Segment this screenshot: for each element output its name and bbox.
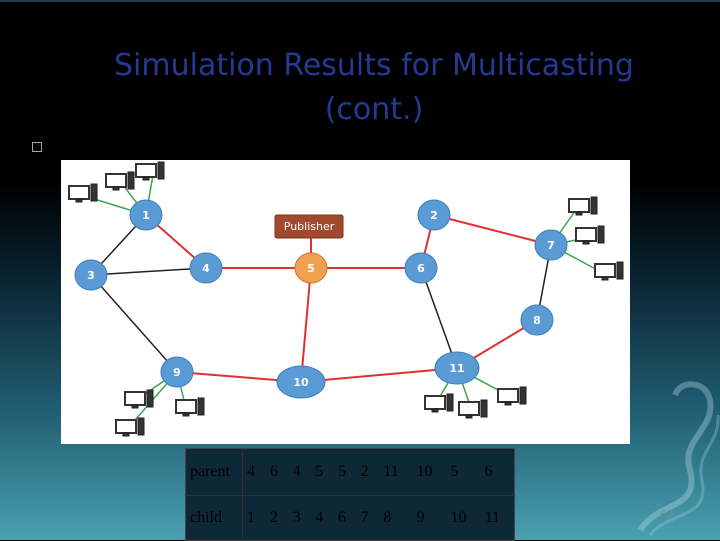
publisher-box: [274, 214, 344, 239]
table-cell: 7: [360, 509, 369, 526]
edge-3-4: [90, 267, 207, 276]
computer-icon: [497, 386, 527, 406]
node-3: 3: [74, 259, 108, 291]
computer-icon: [124, 389, 154, 409]
node-10: 10: [276, 365, 326, 399]
edge-2-7: [433, 214, 552, 246]
table-row-child: child 1 2 3 4 6 7 8 9 10 11: [185, 495, 515, 541]
node-1: 1: [129, 199, 163, 231]
svg-text:7: 7: [547, 239, 555, 252]
table-cell: 9: [416, 509, 425, 526]
node-9: 9: [160, 356, 194, 388]
table-cell: 11: [484, 509, 500, 526]
node-11: 11: [434, 351, 480, 385]
computer-icon: [568, 196, 598, 216]
computer-icon: [458, 399, 488, 419]
edge-10-11: [300, 367, 458, 383]
computer-icon: [115, 417, 145, 437]
parent-child-table: parent 4 6 4 5 5 2 11 10 5 6 child 1 2 3…: [185, 448, 515, 541]
row-label: parent: [185, 448, 243, 496]
decorative-dragon-ornament: [637, 381, 720, 536]
table-cell: 8: [383, 509, 392, 526]
computer-icon: [68, 183, 98, 203]
node-6: 6: [404, 252, 438, 284]
row-label: child: [185, 495, 243, 541]
svg-text:3: 3: [87, 269, 95, 282]
edge-6-11: [420, 267, 458, 369]
table-cell: 6: [265, 448, 289, 496]
table-cell: 5: [333, 448, 357, 496]
slide-title: Simulation Results for Multicasting (con…: [114, 48, 634, 127]
svg-text:2: 2: [430, 209, 438, 222]
node-5: 5: [294, 252, 328, 284]
table-cell: 6: [480, 448, 515, 496]
edge-5-10: [300, 267, 312, 383]
table-cell: 11: [379, 448, 413, 496]
computer-icon: [105, 171, 135, 191]
svg-text:4: 4: [202, 262, 210, 275]
edges: [90, 214, 552, 383]
svg-text:10: 10: [293, 376, 309, 389]
computer-icon: [594, 261, 624, 281]
node-2: 2: [417, 199, 451, 231]
node-4: 4: [189, 252, 223, 284]
top-border-line: [0, 0, 720, 2]
node-8: 8: [520, 304, 554, 336]
table-row-parent: parent 4 6 4 5 5 2 11 10 5 6: [185, 448, 515, 496]
page-number: 62: [660, 508, 674, 521]
svg-text:8: 8: [533, 314, 541, 327]
edge-3-9: [90, 274, 178, 373]
table-cell: 4: [315, 509, 324, 526]
table-cell: 4: [242, 448, 266, 496]
router-nodes: 1 2 3 4 5 6 7 8 9 10 11: [74, 199, 568, 399]
svg-text:1: 1: [142, 209, 150, 222]
bullet-marker: [32, 142, 42, 152]
computer-icon: [175, 397, 205, 417]
table-cell: 10: [412, 448, 447, 496]
svg-text:11: 11: [449, 362, 464, 375]
node-7: 7: [534, 229, 568, 261]
table-cell: 6: [337, 509, 346, 526]
table-cell: 10: [450, 509, 467, 526]
network-svg: Publisher 1 2 3 4 5 6 7 8 9 10 11: [68, 161, 624, 437]
table-cell: 3: [292, 509, 301, 526]
network-diagram: Publisher 1 2 3 4 5 6 7 8 9 10 11: [61, 160, 630, 444]
publisher-label: Publisher: [284, 220, 335, 233]
computer-icon: [575, 225, 605, 245]
table-cell: 2: [356, 448, 380, 496]
computer-icon: [424, 393, 454, 413]
svg-text:9: 9: [173, 366, 181, 379]
svg-text:6: 6: [417, 262, 425, 275]
table-cell: 2: [269, 509, 278, 526]
hosts: [68, 161, 624, 437]
table-cell: 5: [446, 448, 481, 496]
svg-text:5: 5: [307, 262, 315, 275]
table-cell: 5: [311, 448, 334, 496]
table-cell: 4: [288, 448, 312, 496]
table-cell: 1: [247, 509, 255, 526]
computer-icon: [135, 161, 165, 181]
